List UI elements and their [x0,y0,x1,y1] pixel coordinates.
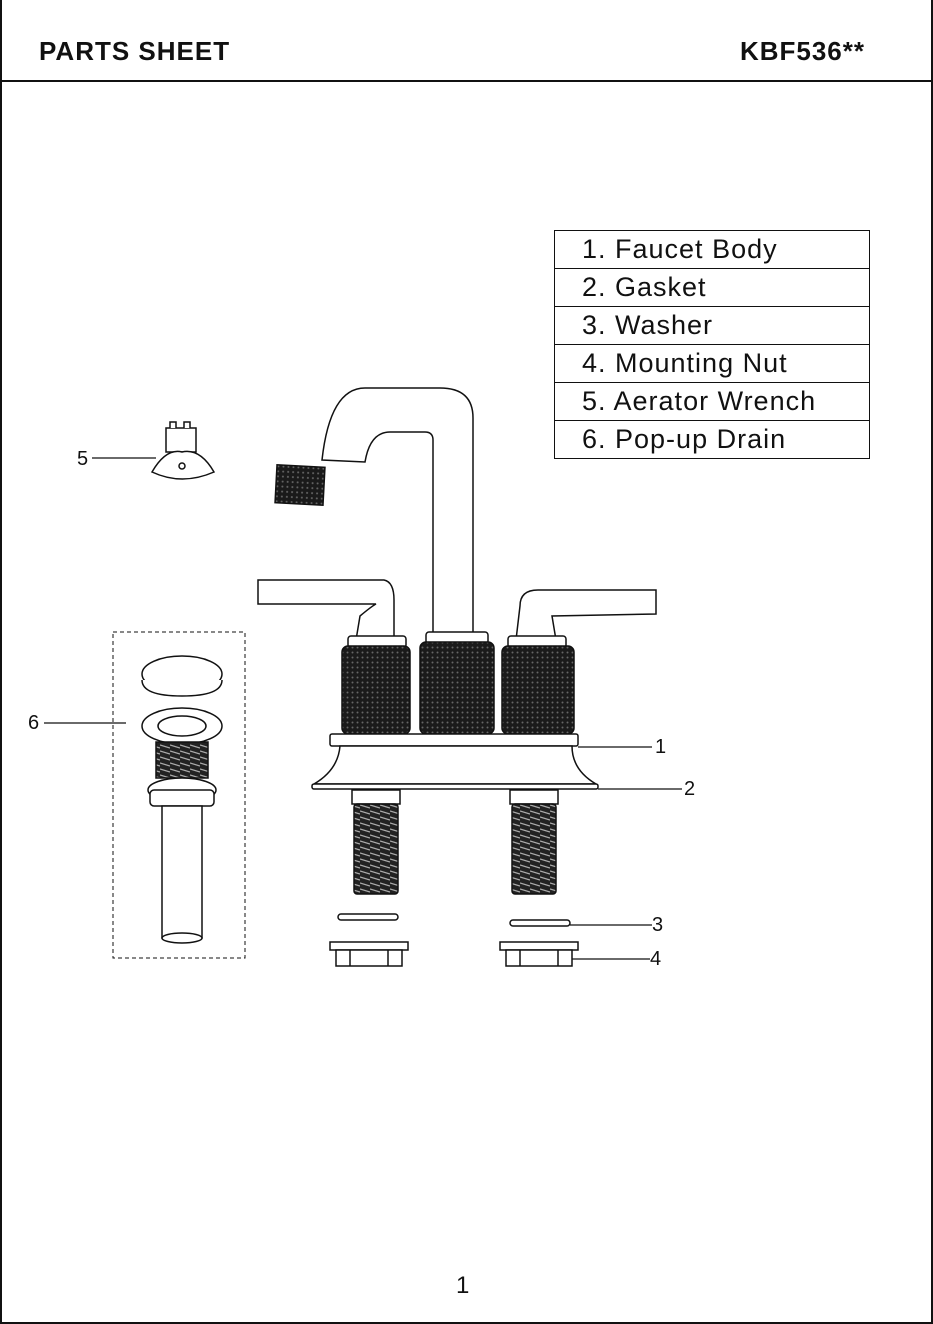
legend-item-washer: 3. Washer [555,307,870,345]
drain-tailpiece [162,806,202,938]
legend-item-mounting-nut: 4. Mounting Nut [555,345,870,383]
legend-row: 4. Mounting Nut [555,345,870,383]
left-mounting-nut [336,950,402,966]
legend-row: 2. Gasket [555,269,870,307]
legend-item-gasket: 2. Gasket [555,269,870,307]
callout-washer: 3 [652,914,663,937]
legend-row: 6. Pop-up Drain [555,421,870,459]
right-lever-handle [516,590,656,640]
callout-popup-drain: 6 [28,712,39,735]
left-knurled-valve [342,646,410,734]
washers [338,914,570,926]
drain-body [156,742,208,778]
legend-item-popup-drain: 6. Pop-up Drain [555,421,870,459]
legend-item-faucet-body: 1. Faucet Body [555,231,870,269]
right-mounting-nut [506,950,572,966]
left-washer [338,914,398,920]
page-number: 1 [456,1272,469,1300]
parts-legend: 1. Faucet Body 2. Gasket 3. Washer 4. Mo… [554,230,870,459]
legend-item-aerator-wrench: 5. Aerator Wrench [555,383,870,421]
right-knurled-valve [502,646,574,734]
callout-mounting-nut: 4 [650,948,661,971]
legend-row: 1. Faucet Body [555,231,870,269]
popup-drain [113,632,245,958]
left-lever-handle [258,580,394,640]
deck-plate [314,746,596,784]
legend-row: 3. Washer [555,307,870,345]
mounting-nuts [330,942,578,966]
right-threaded-shank [512,804,556,894]
legend-row: 5. Aerator Wrench [555,383,870,421]
aerator-wrench [152,422,214,479]
faucet-body [258,388,656,894]
spout-aerator [275,465,325,505]
deck-gasket [312,784,598,789]
callout-gasket: 2 [684,778,695,801]
right-washer [510,920,570,926]
center-knurled-body [420,642,494,734]
callout-aerator-wrench: 5 [77,448,88,471]
callout-faucet-body: 1 [655,736,666,759]
left-threaded-shank [354,804,398,894]
